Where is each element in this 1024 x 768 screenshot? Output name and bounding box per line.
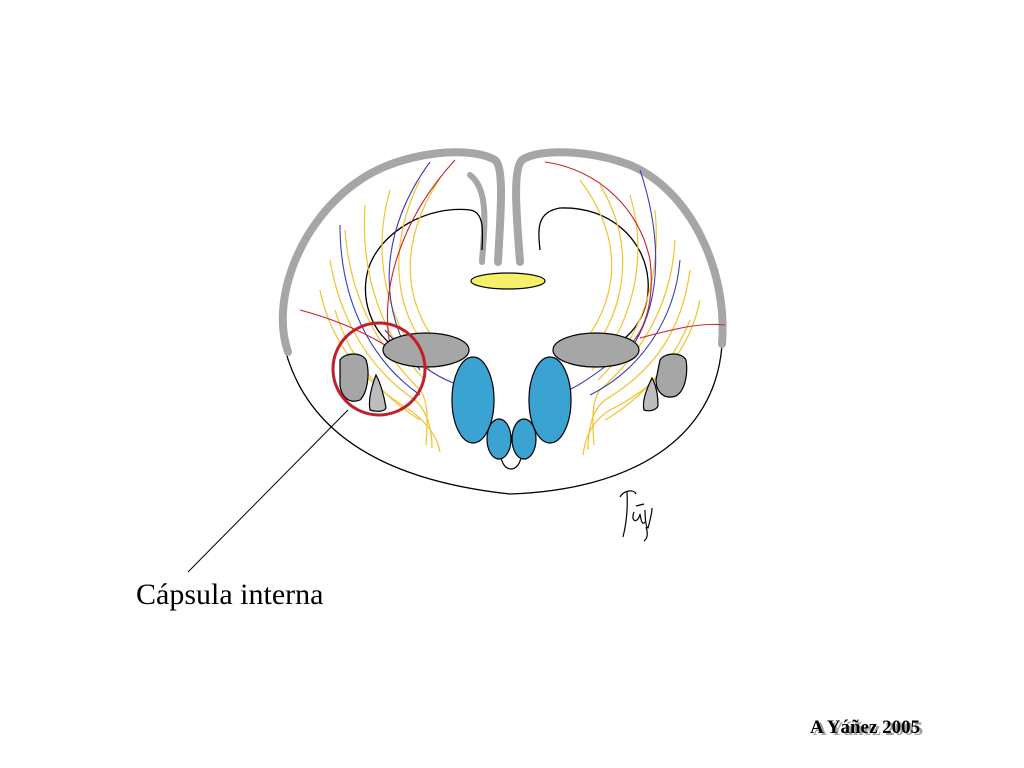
author-credit: A Yáñez 2005 A Yáñez 2005 xyxy=(810,717,924,740)
claustrum-left xyxy=(368,373,387,412)
label-leader-line xyxy=(187,409,349,573)
yellow-fibers xyxy=(319,177,701,456)
lentiform-nucleus-left xyxy=(339,353,369,402)
claustrum-right xyxy=(642,376,659,412)
nucleus-blue-right-large xyxy=(528,356,572,444)
internal-capsule-highlight-circle xyxy=(331,321,427,417)
cortex-arc-left-inner xyxy=(467,172,488,265)
nucleus-blue-left-large xyxy=(451,356,495,444)
lentiform-nucleus-right xyxy=(655,353,688,398)
internal-capsule-label: Cápsula interna xyxy=(136,578,324,611)
nucleus-blue-small-left xyxy=(486,418,512,460)
cortex-arc-right xyxy=(512,148,727,348)
cortex-arc-left xyxy=(278,148,506,356)
fornix xyxy=(470,272,546,290)
thalamus-left xyxy=(382,332,470,368)
author-credit-text: A Yáñez 2005 xyxy=(810,717,921,738)
nucleus-blue-small-right xyxy=(511,418,537,460)
author-credit-shadow: A Yáñez 2005 xyxy=(813,719,924,740)
artist-signature xyxy=(619,490,653,542)
brain-outline xyxy=(281,335,723,495)
thalamus-right xyxy=(552,332,640,368)
